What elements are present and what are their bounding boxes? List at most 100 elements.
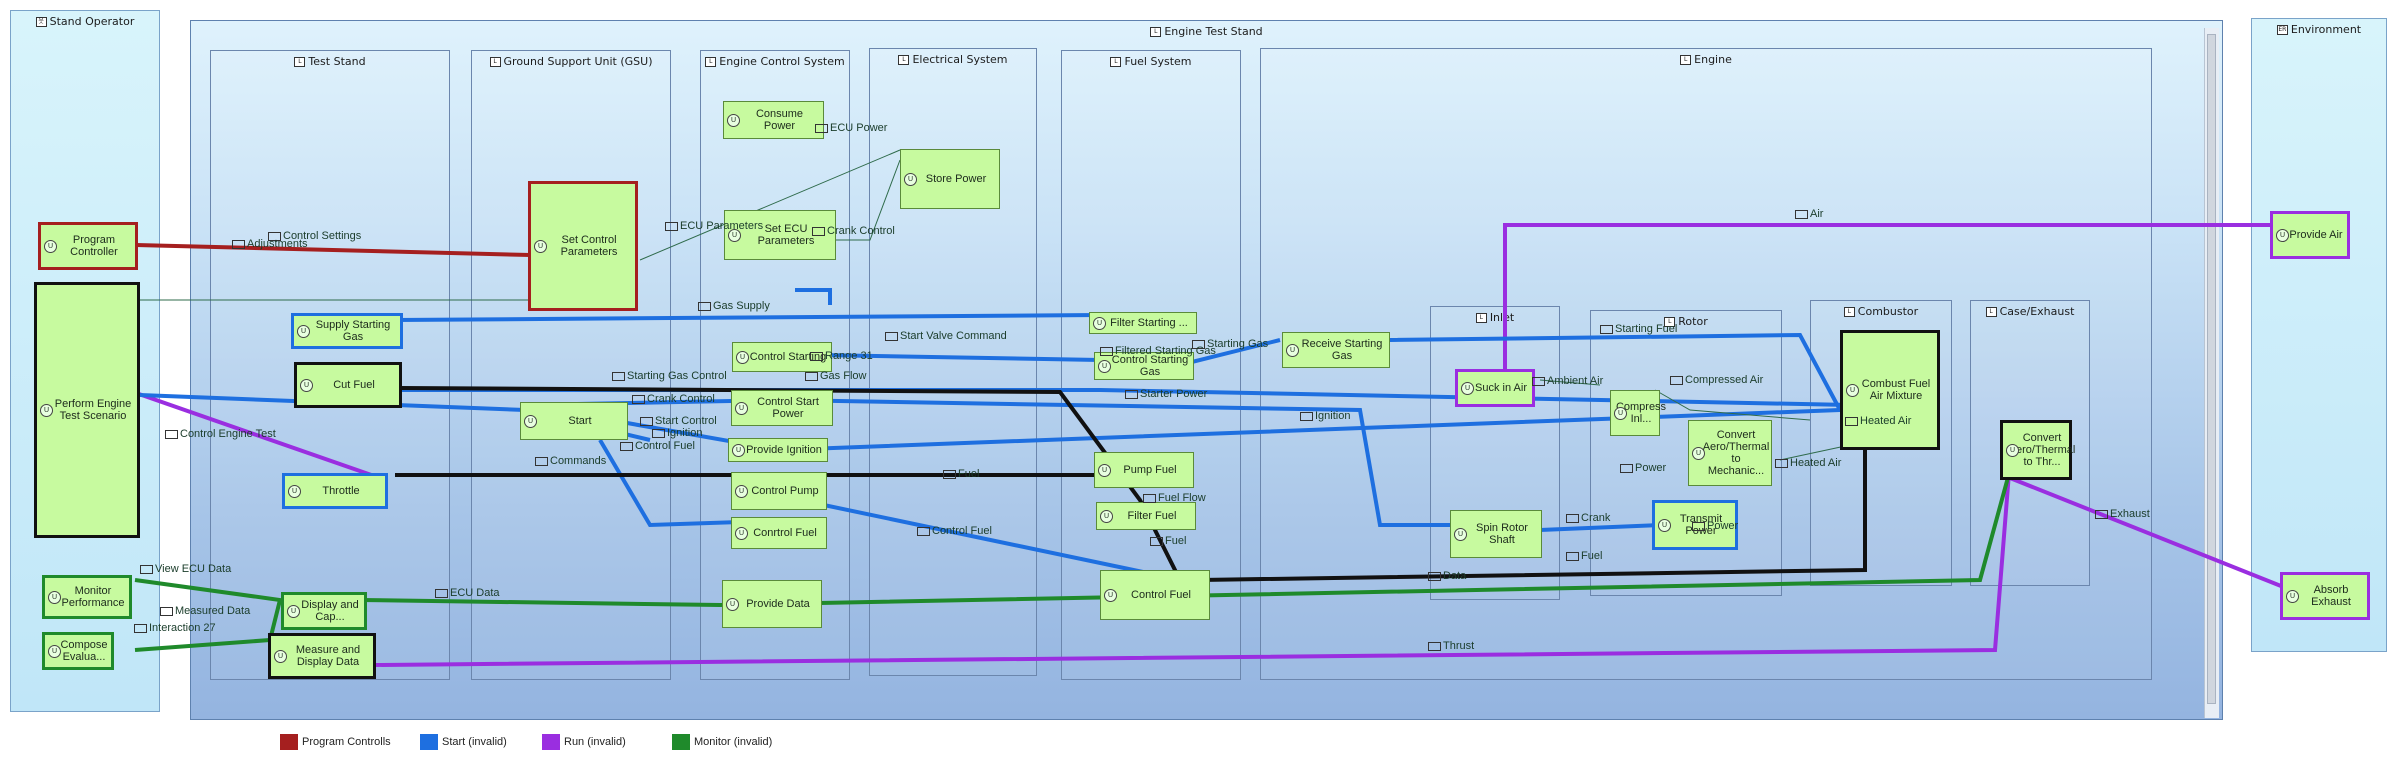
pin-icon [812, 226, 825, 236]
label-crank-control: Crank Control [632, 393, 715, 405]
pin-icon [1143, 493, 1156, 503]
legend-item-start[interactable]: Start (invalid) [420, 732, 507, 752]
label-view-ecu-data: View ECU Data [140, 563, 231, 575]
pin-icon [620, 441, 633, 451]
legend-swatch [280, 734, 298, 750]
activity-icon: U [2006, 444, 2019, 457]
action-label: Transmit Power [1679, 513, 1723, 537]
label-crank-control-top: Crank Control [812, 225, 895, 237]
label-text: Gas Flow [820, 370, 867, 382]
legend-item-run[interactable]: Run (invalid) [542, 732, 626, 752]
lane-engine-title: Engine [1694, 53, 1732, 66]
label-text: Starter Power [1140, 388, 1208, 400]
label-text: ECU Data [450, 587, 500, 599]
legend-item-monitor[interactable]: Monitor (invalid) [672, 732, 772, 752]
logical-icon: L [1985, 307, 1997, 317]
activity-icon: U [1098, 360, 1111, 373]
activity-icon: U [274, 650, 287, 663]
label-fuel-flow: Fuel Flow [1143, 492, 1206, 504]
action-label: Monitor Performance [61, 585, 125, 609]
lane-gsu-title: Ground Support Unit (GSU) [503, 55, 653, 68]
pin-icon [1192, 339, 1205, 349]
action-label: Cut Fuel [333, 379, 375, 391]
action-label: Consume Power [755, 108, 804, 132]
legend-label: Monitor (invalid) [694, 736, 773, 748]
flow-compressed-air [1654, 389, 1811, 421]
vertical-scrollbar[interactable] [2204, 28, 2219, 718]
actor-icon: 웃 [35, 17, 47, 27]
label-text: Gas Supply [713, 300, 770, 312]
action-label: Provide Data [746, 598, 810, 610]
flow-air [1503, 223, 2270, 370]
activity-icon: U [1100, 510, 1113, 523]
pin-icon [134, 623, 147, 633]
pin-icon [665, 221, 678, 231]
label-text: Starting Fuel [1615, 323, 1678, 335]
activity-icon: U [1104, 589, 1117, 602]
label-text: Control Settings [283, 230, 362, 242]
label-text: Heated Air [1790, 457, 1842, 469]
flow-adjustments [135, 243, 531, 257]
activity-icon: U [735, 485, 748, 498]
activity-icon: U [534, 240, 547, 253]
legend-swatch [420, 734, 438, 750]
label-range: Range 31 [810, 350, 873, 362]
label-text: Control Fuel [635, 440, 695, 452]
scrollbar-thumb[interactable] [2207, 34, 2216, 704]
label-thrust: Thrust [1428, 640, 1474, 652]
activity-icon: U [904, 173, 917, 186]
label-gas-flow: Gas Flow [805, 370, 866, 382]
lane-inlet-title: Inlet [1489, 311, 1515, 324]
label-text: Ignition [667, 427, 703, 439]
label-fuel-b: Fuel [1150, 535, 1186, 547]
action-label: Supply Starting Gas [315, 319, 391, 343]
logical-icon: L [294, 57, 306, 67]
lane-ecs-title: Engine Control System [719, 55, 845, 68]
flow-control-engine-test [135, 391, 381, 480]
flow-heated-air [1779, 444, 1851, 461]
label-heated-air-b: Heated Air [1775, 457, 1841, 469]
action-label: Receive Starting Gas [1301, 338, 1383, 362]
pin-icon [1620, 463, 1633, 473]
legend-item-program-controlls[interactable]: Program Controlls [280, 732, 391, 752]
label-air: Air [1795, 208, 1823, 220]
